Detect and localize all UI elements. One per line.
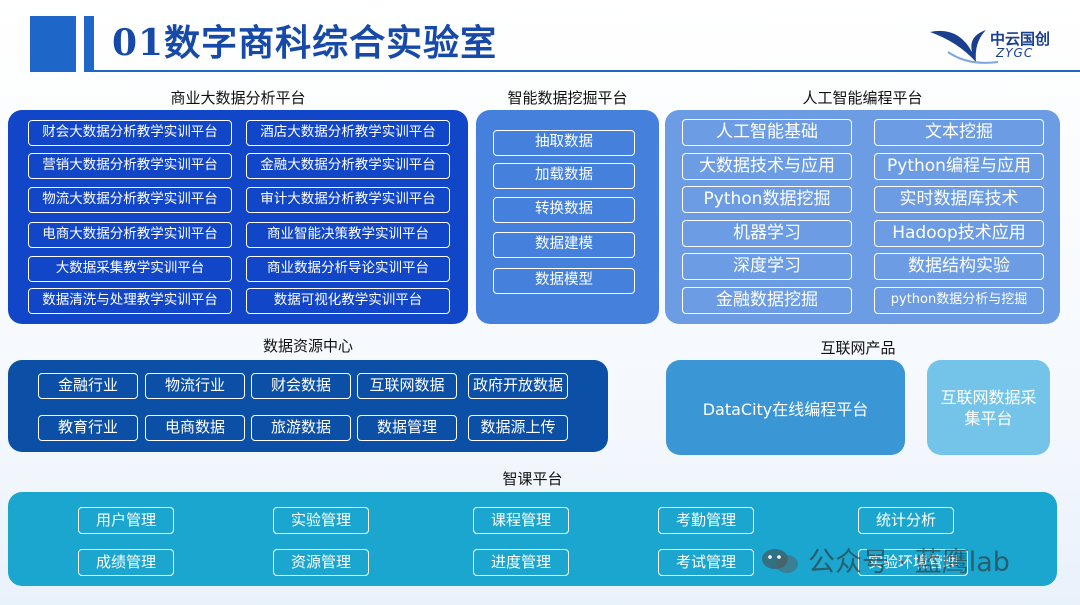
bigdata-panel: 财会大数据分析教学实训平台 营销大数据分析教学实训平台 物流大数据分析教学实训平…: [8, 110, 468, 324]
smart-item: 实验管理: [273, 507, 369, 534]
internet-section-title: 互联网产品: [820, 339, 896, 357]
ai-item: 文本挖掘: [874, 119, 1044, 146]
smart-item: 进度管理: [473, 549, 569, 576]
wechat-icon: [762, 549, 798, 573]
bigdata-item: 数据清洗与处理教学实训平台: [28, 288, 232, 314]
bigdata-item: 大数据采集教学实训平台: [28, 256, 232, 282]
smart-item: 考试管理: [658, 549, 754, 576]
bigdata-item: 商业智能决策教学实训平台: [246, 222, 450, 248]
ai-item: Hadoop技术应用: [874, 220, 1044, 247]
smart-item: 资源管理: [273, 549, 369, 576]
ai-item: Python数据挖掘: [682, 186, 852, 213]
resource-item: 物流行业: [145, 373, 245, 399]
mining-item: 转换数据: [493, 197, 635, 223]
smart-item: 成绩管理: [78, 549, 174, 576]
ai-item: 大数据技术与应用: [682, 153, 852, 180]
web-scraping-product-box: 互联网数据采集平台: [927, 360, 1050, 455]
smart-item: 考勤管理: [658, 507, 754, 534]
mining-item: 抽取数据: [493, 130, 635, 156]
resource-item: 互联网数据: [357, 373, 457, 399]
ai-panel: 人工智能基础 大数据技术与应用 Python数据挖掘 机器学习 深度学习 金融数…: [665, 110, 1060, 324]
zygc-logo-icon: [930, 30, 999, 64]
ai-item: 人工智能基础: [682, 119, 852, 146]
header-accent-block: [30, 16, 76, 72]
bigdata-item: 财会大数据分析教学实训平台: [28, 120, 232, 146]
mining-item: 加载数据: [493, 163, 635, 189]
bigdata-item: 金融大数据分析教学实训平台: [246, 153, 450, 179]
bigdata-item: 酒店大数据分析教学实训平台: [246, 120, 450, 146]
bigdata-item: 物流大数据分析教学实训平台: [28, 187, 232, 213]
logo-english-text: ZYGC: [996, 46, 1034, 60]
ai-item: 数据结构实验: [874, 253, 1044, 280]
ai-item: 金融数据挖掘: [682, 287, 852, 314]
resources-panel: 金融行业 物流行业 财会数据 互联网数据 政府开放数据 教育行业 电商数据 旅游…: [8, 360, 608, 452]
header-accent-bar: [84, 16, 94, 72]
resource-item: 政府开放数据: [468, 373, 568, 399]
resource-item: 旅游数据: [251, 415, 351, 441]
resource-item: 教育行业: [38, 415, 138, 441]
mining-section-title: 智能数据挖掘平台: [507, 89, 628, 107]
bigdata-item: 电商大数据分析教学实训平台: [28, 222, 232, 248]
resources-section-title: 数据资源中心: [262, 337, 353, 355]
watermark-text: 公众号 · 蓝鹰lab: [808, 547, 1010, 578]
datacity-product-box: DataCity在线编程平台: [666, 360, 905, 455]
bigdata-item: 商业数据分析导论实训平台: [246, 256, 450, 282]
smart-course-panel: 用户管理 实验管理 课程管理 考勤管理 统计分析 成绩管理 资源管理 进度管理 …: [8, 492, 1057, 586]
resource-item: 数据管理: [357, 415, 457, 441]
ai-item: python数据分析与挖掘: [874, 287, 1044, 314]
smart-section-title: 智课平台: [502, 470, 563, 488]
resource-item: 电商数据: [145, 415, 245, 441]
ai-item: 深度学习: [682, 253, 852, 280]
mining-panel: 抽取数据 加载数据 转换数据 数据建模 数据模型: [476, 110, 659, 324]
bigdata-section-title: 商业大数据分析平台: [170, 89, 306, 107]
smart-item: 用户管理: [78, 507, 174, 534]
resource-item: 数据源上传: [468, 415, 568, 441]
resource-item: 财会数据: [251, 373, 351, 399]
smart-item: 统计分析: [858, 507, 954, 534]
ai-item: 机器学习: [682, 220, 852, 247]
ai-item: Python编程与应用: [874, 153, 1044, 180]
resource-item: 金融行业: [38, 373, 138, 399]
logo-chinese-text: 中云国创: [990, 30, 1051, 48]
mining-item: 数据模型: [493, 268, 635, 294]
ai-section-title: 人工智能编程平台: [802, 89, 923, 107]
bigdata-item: 数据可视化教学实训平台: [246, 288, 450, 314]
mining-item: 数据建模: [493, 232, 635, 258]
bigdata-item: 审计大数据分析教学实训平台: [246, 187, 450, 213]
ai-item: 实时数据库技术: [874, 186, 1044, 213]
smart-item: 课程管理: [473, 507, 569, 534]
header-underline: [94, 70, 1080, 72]
page-title: 01数字商科综合实验室: [112, 22, 498, 64]
smart-item: 实验环境管理: [858, 549, 968, 576]
bigdata-item: 营销大数据分析教学实训平台: [28, 153, 232, 179]
